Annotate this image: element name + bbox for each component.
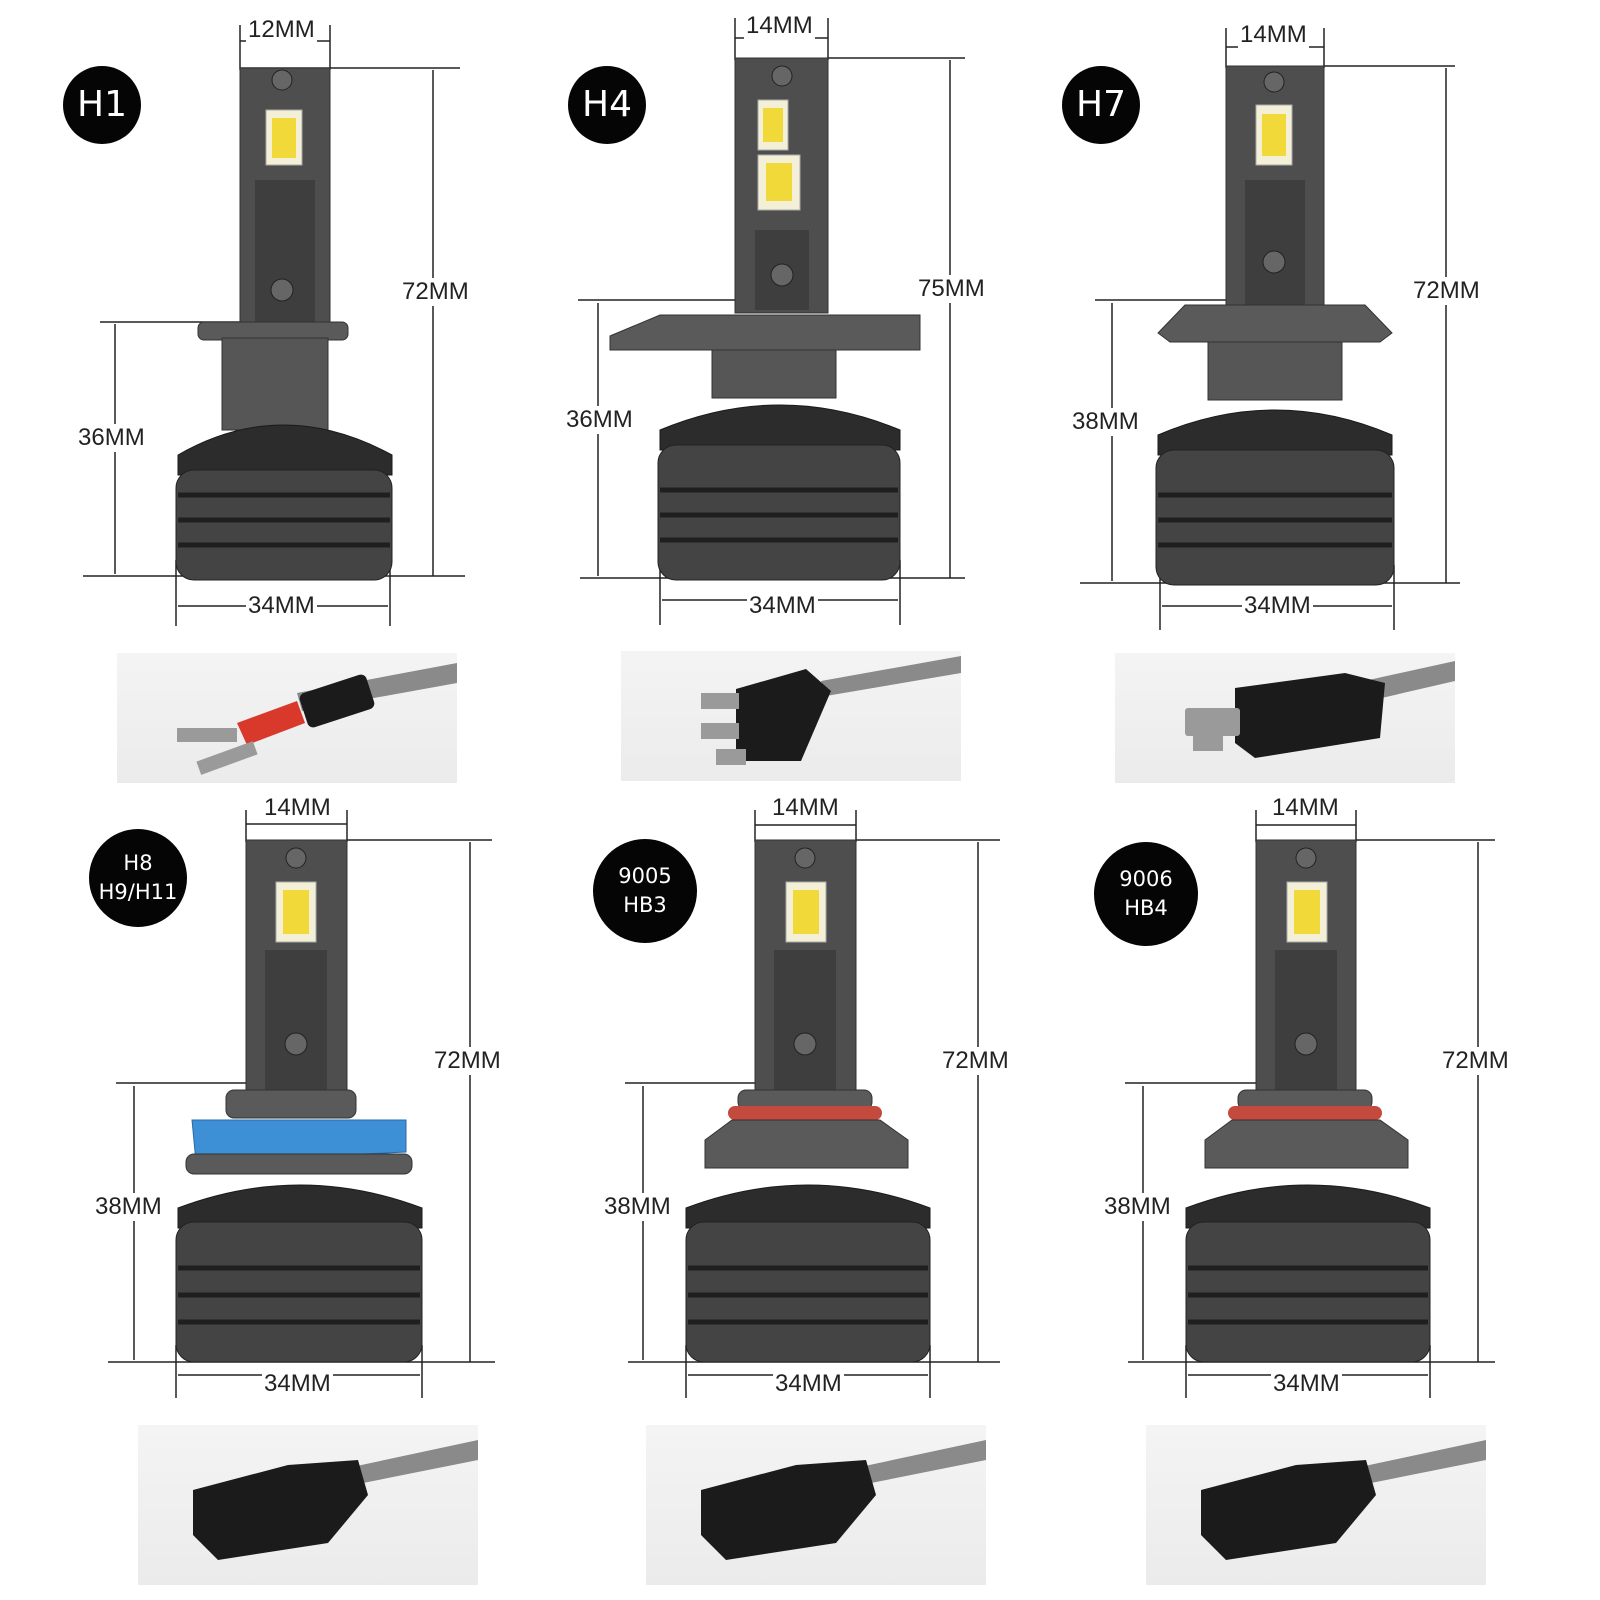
bulb-drawing — [83, 25, 465, 626]
connector-photo — [621, 651, 961, 781]
bulb-drawing — [1125, 810, 1495, 1398]
top-width-label: 14MM — [770, 794, 841, 822]
total-height-label: 72MM — [940, 1047, 1011, 1075]
model-label: 9006 — [1119, 867, 1173, 891]
bulb-drawing — [578, 18, 965, 625]
blue-collar — [191, 1119, 407, 1163]
total-height-label: 72MM — [400, 278, 471, 306]
top-width-label: 14MM — [1238, 21, 1309, 49]
top-width-label: 14MM — [262, 794, 333, 822]
bulb-panel-h7: H7 14MM 72MM 38MM 34MM — [1000, 0, 1500, 783]
o-ring — [728, 1106, 882, 1120]
base-width-label: 34MM — [1271, 1370, 1342, 1398]
model-label: H1 — [77, 84, 127, 125]
model-badge: 9006 HB4 — [1094, 842, 1198, 946]
base-height-label: 38MM — [602, 1193, 673, 1221]
heatsink-base — [175, 469, 393, 581]
bulb-drawing — [625, 810, 1000, 1398]
connector-photo — [646, 1425, 986, 1585]
connector-photo — [138, 1425, 478, 1585]
model-label: H8 — [123, 851, 153, 875]
base-height-label: 38MM — [93, 1193, 164, 1221]
model-label-secondary: H9/H11 — [98, 880, 178, 904]
model-label-secondary: HB4 — [1124, 896, 1168, 920]
total-height-label: 75MM — [916, 275, 987, 303]
top-width-label: 14MM — [1270, 794, 1341, 822]
base-height-label: 38MM — [1102, 1193, 1173, 1221]
bulb-drawing — [108, 810, 495, 1398]
bulb-drawing — [1080, 28, 1460, 630]
bulb-panel-h1: H1 12MM 72MM 36MM 34MM — [0, 0, 500, 783]
base-width-label: 34MM — [773, 1370, 844, 1398]
bulb-panel-h8-h9-h11: H8 H9/H11 14MM 72MM 38MM 34MM — [0, 790, 503, 1585]
bulb-panel-h4: H4 14MM 75MM 36MM 34MM — [500, 0, 1000, 781]
o-ring — [1228, 1106, 1382, 1120]
model-badge: 9005 HB3 — [593, 839, 697, 943]
base-width-label: 34MM — [262, 1370, 333, 1398]
base-width-label: 34MM — [1242, 592, 1313, 620]
model-label: H4 — [582, 84, 632, 125]
base-height-label: 38MM — [1070, 408, 1141, 436]
total-height-label: 72MM — [432, 1047, 503, 1075]
top-width-label: 12MM — [246, 16, 317, 44]
connector-photo — [1146, 1425, 1486, 1585]
base-height-label: 36MM — [564, 406, 635, 434]
total-height-label: 72MM — [1411, 277, 1482, 305]
base-height-label: 36MM — [76, 424, 147, 452]
connector-photo — [1115, 653, 1455, 783]
model-label: 9005 — [618, 864, 672, 888]
connector-photo — [117, 653, 457, 783]
model-label-secondary: HB3 — [623, 893, 667, 917]
bulb-panel-9005-hb3: 9005 HB3 14MM 72MM 38MM 34MM — [500, 790, 1011, 1585]
total-height-label: 72MM — [1440, 1047, 1511, 1075]
base-width-label: 34MM — [246, 592, 317, 620]
top-width-label: 14MM — [744, 12, 815, 40]
model-badge: H7 — [1062, 66, 1140, 144]
model-badge: H4 — [568, 66, 646, 144]
model-badge: H8 H9/H11 — [89, 829, 187, 927]
model-badge: H1 — [63, 66, 141, 144]
model-label: H7 — [1076, 84, 1126, 125]
bulb-panel-9006-hb4: 9006 HB4 14MM 72MM 38MM 34MM — [1000, 790, 1511, 1585]
base-width-label: 34MM — [747, 592, 818, 620]
